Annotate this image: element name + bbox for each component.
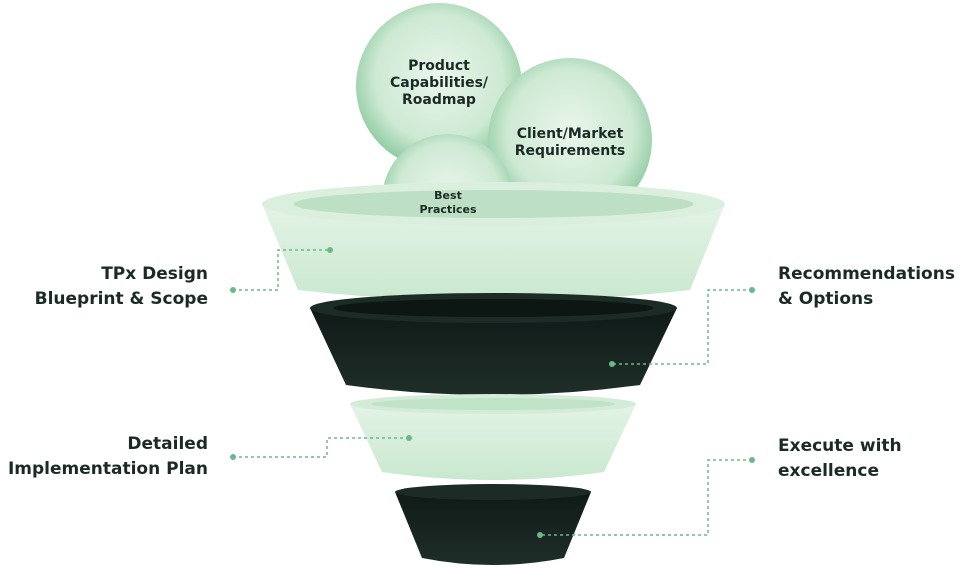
sphere-client-label: Client/Market Requirements	[500, 126, 640, 160]
stage-implement-line-1: Detailed	[127, 434, 208, 454]
connector-implement	[233, 437, 409, 458]
stage-execute-line-2: excellence	[778, 461, 879, 481]
connector-recommend	[612, 289, 752, 365]
stage-label-recommend: Recommendations & Options	[778, 262, 976, 312]
sphere-client-line-2: Requirements	[514, 143, 626, 159]
sphere-client	[488, 58, 652, 222]
connector-dot	[406, 435, 412, 441]
stage-design-line-2: Blueprint & Scope	[34, 289, 208, 309]
funnel-tier-1	[262, 182, 725, 301]
funnel-tier-2	[310, 293, 677, 395]
stage-execute-line-1: Execute with	[778, 436, 902, 456]
sphere-product-label: Product Capabilities/ Roadmap	[369, 58, 509, 109]
stage-label-execute: Execute with excellence	[778, 434, 976, 484]
connector-dot	[609, 361, 615, 367]
connector-dot	[537, 532, 543, 538]
connector-dot	[230, 454, 236, 460]
sphere-client-line-1: Client/Market	[516, 126, 624, 142]
sphere-product-line-1: Product	[408, 58, 470, 74]
stage-design-line-1: TPx Design	[101, 264, 208, 284]
sphere-best-line-2: Practices	[419, 203, 477, 216]
connector-dot	[749, 287, 755, 293]
sphere-product-line-3: Roadmap	[402, 92, 476, 108]
funnel-tier-4	[395, 484, 591, 565]
connector-dot	[749, 457, 755, 463]
stage-recommend-line-2: & Options	[778, 289, 874, 309]
connector-dot	[327, 247, 333, 253]
funnel-tier-3	[350, 394, 636, 480]
sphere-product-line-2: Capabilities/	[389, 75, 489, 91]
stage-recommend-line-1: Recommendations	[778, 264, 955, 284]
stage-label-implement: Detailed Implementation Plan	[0, 432, 208, 482]
connector-design	[233, 249, 330, 291]
sphere-best-label: Best Practices	[398, 189, 498, 217]
connector-dot	[230, 287, 236, 293]
sphere-product	[356, 3, 522, 169]
stage-implement-line-2: Implementation Plan	[7, 459, 208, 479]
sphere-best-line-1: Best	[434, 189, 462, 202]
stage-label-design: TPx Design Blueprint & Scope	[2, 262, 208, 312]
